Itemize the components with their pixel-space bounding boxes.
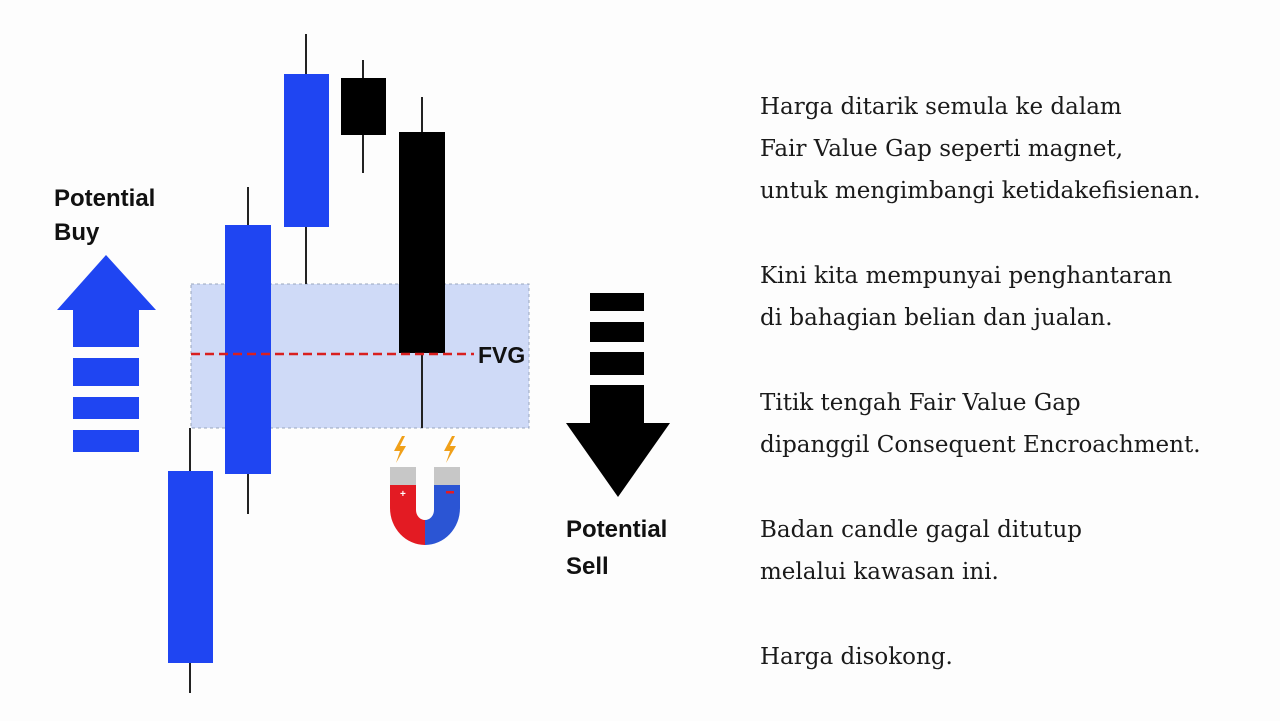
note-paragraph-4: Badan candle gagal ditutup melalui kawas… — [760, 517, 1083, 585]
spark-icon — [394, 436, 456, 463]
candle-4-bearish — [341, 60, 386, 173]
buy-arrow-icon — [57, 255, 156, 452]
note-paragraph-2: Kini kita mempunyai penghantaran di baha… — [760, 263, 1173, 331]
candle-1-bullish — [168, 428, 213, 693]
candle-3-bullish — [284, 34, 329, 284]
candle-2-bullish — [225, 187, 271, 514]
note-paragraph-3: Titik tengah Fair Value Gap dipanggil Co… — [760, 390, 1201, 458]
fvg-diagram: + — [57, 34, 670, 693]
svg-text:+: + — [400, 489, 406, 500]
candle-5-bearish — [399, 97, 445, 428]
note-paragraph-5: Harga disokong. — [760, 644, 953, 670]
explanation-notes: Harga ditarik semula ke dalam Fair Value… — [760, 86, 1260, 721]
potential-buy-label: Potential Buy — [54, 185, 156, 246]
potential-sell-label: Potential Sell — [566, 516, 668, 580]
magnet-icon: + — [390, 467, 460, 545]
note-paragraph-1: Harga ditarik semula ke dalam Fair Value… — [760, 94, 1201, 204]
fvg-label: FVG — [478, 342, 526, 368]
sell-arrow-icon — [566, 293, 670, 497]
